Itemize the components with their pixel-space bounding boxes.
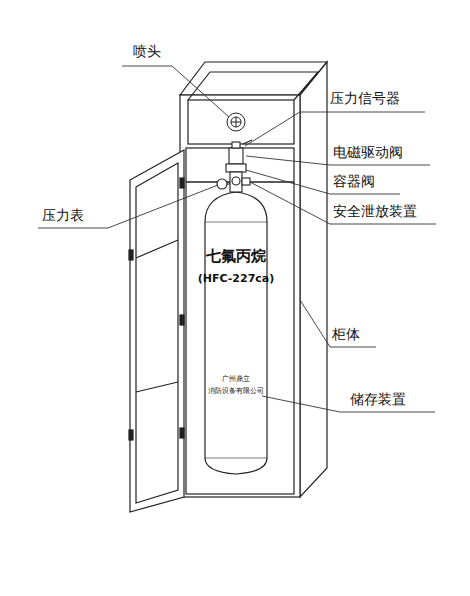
leader-lines <box>245 112 425 146</box>
cabinet-body <box>188 72 318 100</box>
open-door <box>136 382 178 392</box>
agent-name: 七氟丙烷 <box>206 248 266 265</box>
spray-nozzle <box>227 113 245 131</box>
spray-nozzle <box>231 117 241 127</box>
open-door <box>180 315 184 325</box>
storage-cylinder <box>205 192 267 474</box>
valve-assembly <box>242 178 250 185</box>
valve-assembly <box>217 179 227 189</box>
valve-assembly <box>226 164 246 172</box>
open-door <box>136 240 178 258</box>
open-door <box>129 250 133 260</box>
cabinet-body <box>180 95 300 497</box>
agent-code: (HFC-227ca) <box>198 273 275 285</box>
maker-name: 广州鼎立 <box>222 376 250 384</box>
cabinet-body <box>300 62 327 497</box>
cabinet-body <box>188 100 294 144</box>
spray-nozzle <box>227 113 245 131</box>
spray-nozzle <box>236 117 237 127</box>
maker-name: 消防设备有限公司 <box>208 388 264 396</box>
valve-assembly <box>232 142 240 148</box>
valve-assembly <box>227 183 230 184</box>
open-door <box>129 430 133 440</box>
leader-lines <box>246 170 400 194</box>
cabinet-body <box>180 62 327 497</box>
part-label: 电磁驱动阀 <box>333 145 403 160</box>
part-label: 柜体 <box>332 327 360 342</box>
valve-assembly <box>229 148 243 164</box>
part-label: 喷头 <box>133 44 161 59</box>
storage-cylinder <box>205 192 267 474</box>
leader-lines <box>300 300 376 347</box>
part-label: 压力表 <box>42 208 84 223</box>
part-label: 安全泄放装置 <box>333 204 417 219</box>
storage-cylinder <box>205 458 267 459</box>
valve-assembly <box>232 177 240 185</box>
leader-lines <box>38 185 218 228</box>
open-door <box>180 428 184 438</box>
part-label: 容器阀 <box>333 174 375 189</box>
cabinet-body <box>294 72 318 100</box>
leader-lines <box>122 66 229 117</box>
valve-assembly <box>217 140 252 192</box>
leader-lines <box>38 66 436 412</box>
cabinet-body <box>186 148 294 494</box>
valve-assembly <box>230 172 242 192</box>
open-door <box>129 150 184 512</box>
open-door <box>136 163 178 503</box>
leader-lines <box>262 396 435 412</box>
open-door <box>180 178 184 188</box>
storage-cylinder <box>205 222 267 223</box>
open-door <box>130 150 184 512</box>
part-label: 储存装置 <box>350 392 406 407</box>
part-label: 压力信号器 <box>330 91 400 106</box>
